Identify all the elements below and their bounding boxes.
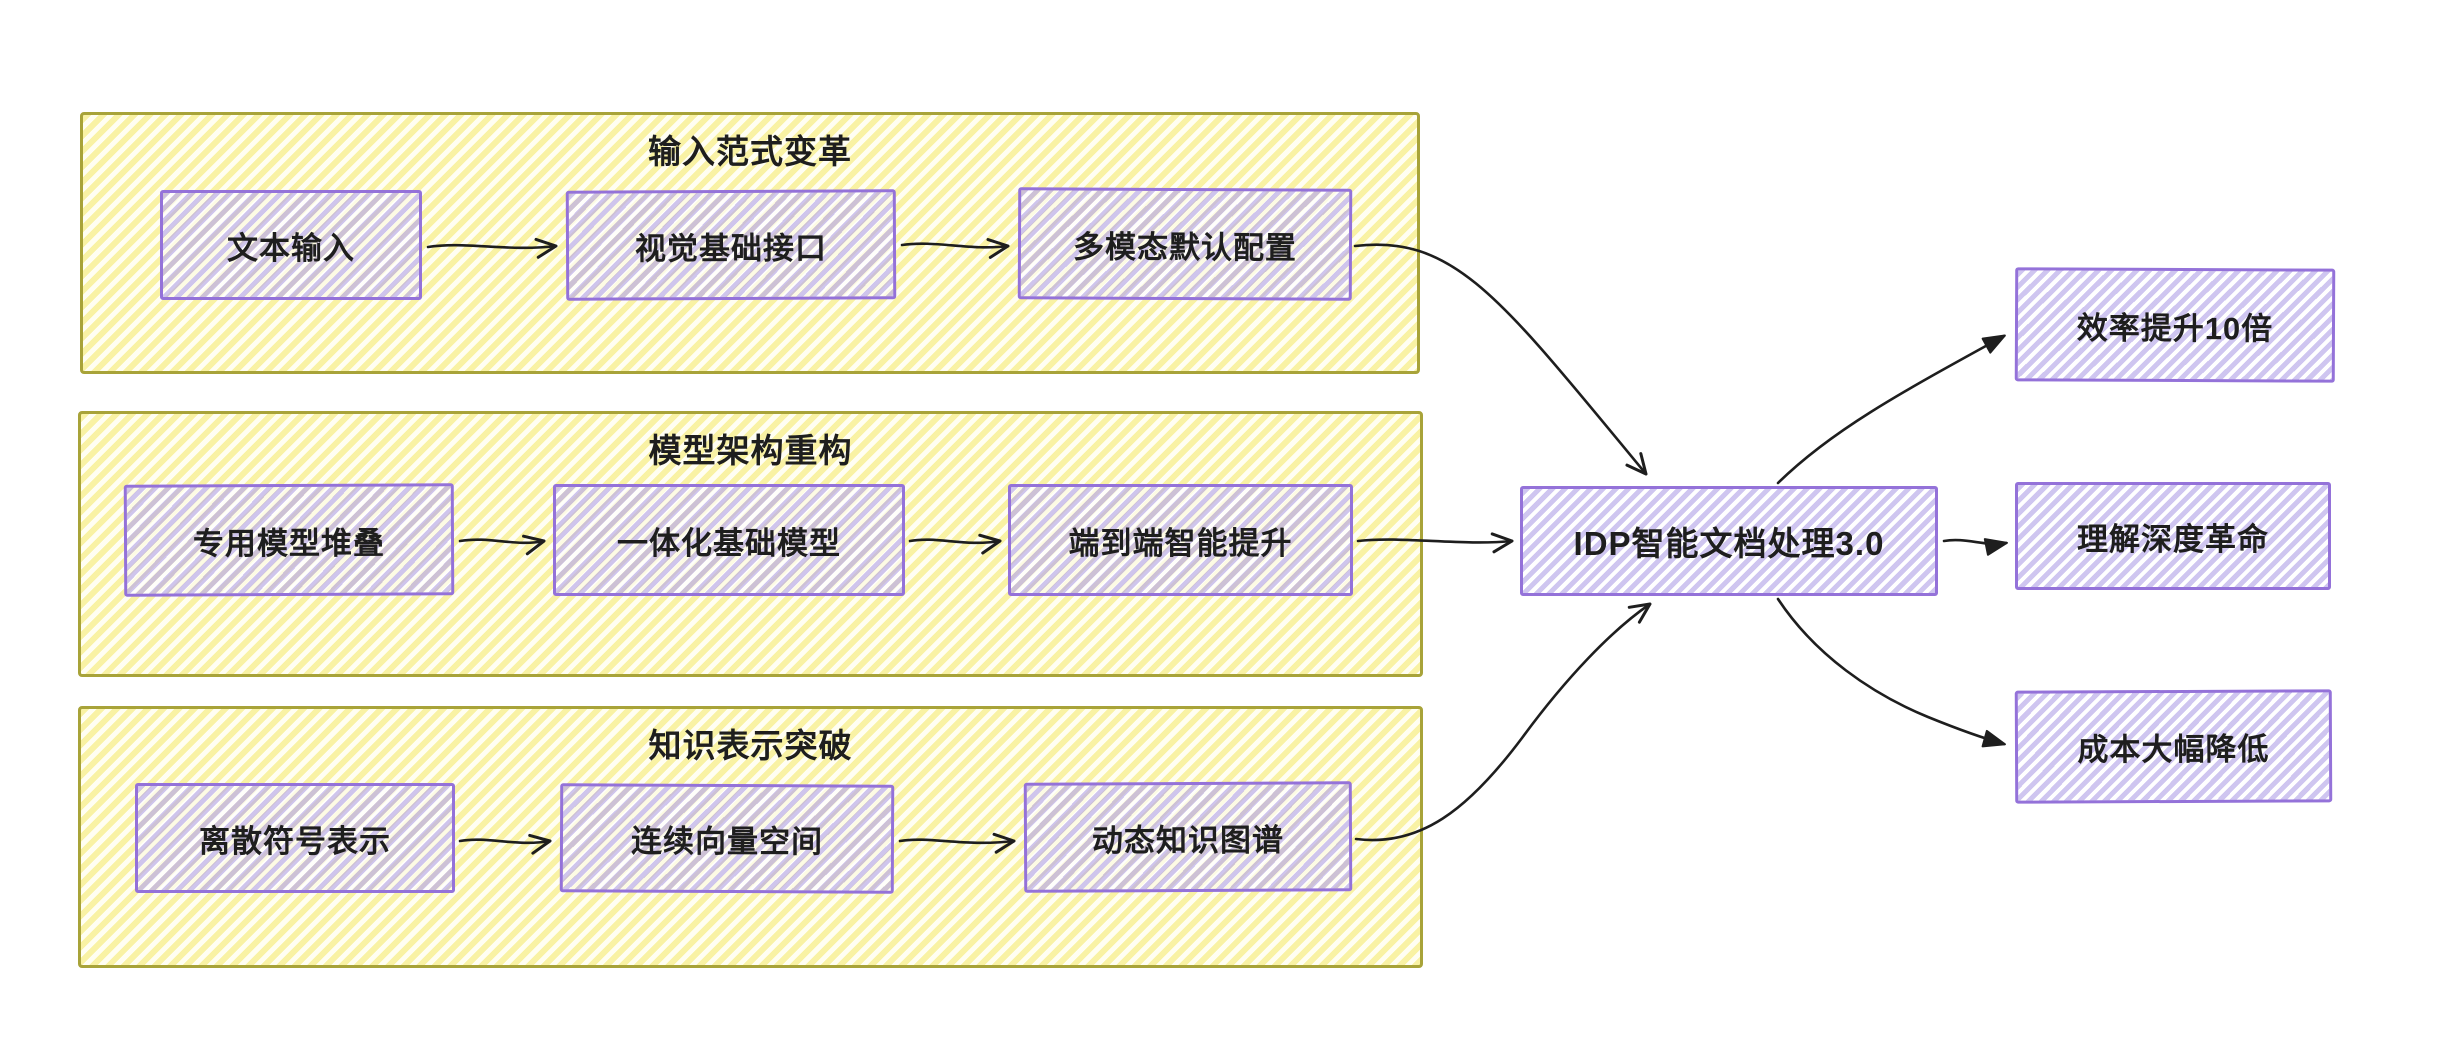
arrow-e2e-boost-to-idp — [1356, 532, 1514, 554]
arrow-idp-to-understanding — [1942, 538, 2008, 556]
arrow-discrete-symbols-to-vector-space — [458, 833, 552, 855]
node-label: 端到端智能提升 — [1068, 525, 1293, 561]
group-title-model-architecture: 模型架构重构 — [648, 432, 853, 469]
visual-foundation-interface-node: 视觉基础接口 — [565, 189, 897, 301]
dynamic-knowledge-graph-node: 动态知识图谱 — [1023, 781, 1353, 893]
end-to-end-intelligence-boost-node: 端到端智能提升 — [1008, 484, 1353, 596]
cost-reduction-node: 成本大幅降低 — [2014, 689, 2333, 804]
efficiency-10x-node: 效率提升10倍 — [2014, 267, 2336, 383]
idp-intelligent-document-processing-node: IDP智能文档处理3.0 — [1520, 486, 1938, 596]
node-label: 文本输入 — [227, 230, 355, 266]
multimodal-default-config-node: 多模态默认配置 — [1017, 187, 1353, 301]
arrow-knowledge-graph-to-idp — [1354, 602, 1652, 842]
arrow-visual-interface-to-multimodal-config — [900, 238, 1010, 259]
node-label: 专用模型堆叠 — [192, 525, 386, 561]
specialized-model-stacking-node: 专用模型堆叠 — [123, 483, 455, 597]
arrow-idp-to-cost — [1776, 597, 2006, 748]
text-input-node: 文本输入 — [160, 190, 422, 300]
node-label: IDP智能文档处理3.0 — [1573, 525, 1885, 562]
node-label: 成本大幅降低 — [2077, 731, 2270, 768]
node-label: 离散符号表示 — [199, 823, 391, 859]
understanding-depth-revolution-node: 理解深度革命 — [2015, 482, 2331, 590]
node-label: 一体化基础模型 — [617, 525, 841, 561]
node-label: 效率提升10倍 — [2076, 310, 2274, 346]
group-title-input-paradigm: 输入范式变革 — [648, 133, 852, 170]
node-label: 理解深度革命 — [2077, 521, 2269, 557]
arrow-vector-space-to-knowledge-graph — [898, 832, 1016, 854]
arrow-multimodal-config-to-idp — [1353, 243, 1648, 476]
node-label: 动态知识图谱 — [1091, 822, 1285, 858]
arrow-unified-model-to-e2e-boost — [908, 533, 1002, 555]
unified-foundation-model-node: 一体化基础模型 — [553, 484, 905, 596]
arrow-text-input-to-visual-interface — [426, 237, 558, 259]
node-label: 视觉基础接口 — [634, 230, 828, 266]
arrow-idp-to-efficiency — [1776, 334, 2006, 485]
arrow-specialized-stacking-to-unified-model — [458, 534, 546, 556]
discrete-symbol-representation-node: 离散符号表示 — [135, 783, 455, 893]
continuous-vector-space-node: 连续向量空间 — [559, 783, 895, 894]
node-label: 多模态默认配置 — [1072, 229, 1298, 265]
group-title-knowledge-representation: 知识表示突破 — [648, 727, 853, 764]
node-label: 连续向量空间 — [630, 823, 824, 860]
